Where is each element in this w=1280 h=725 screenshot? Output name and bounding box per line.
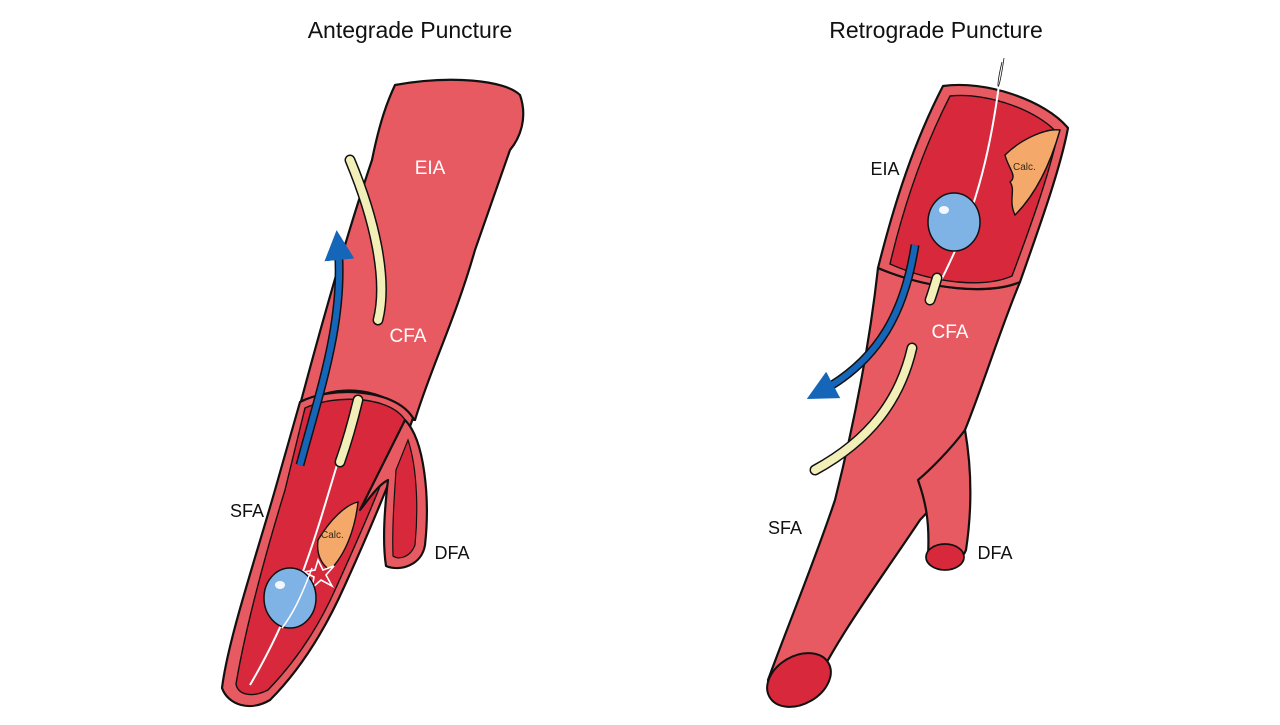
retrograde-cfa-sfa-vessel [766,266,1022,702]
retrograde-calcification [1004,129,1061,217]
antegrade-dfa-lumen [392,438,418,559]
retrograde-sfa-label: SFA [768,518,802,538]
retrograde-title: Retrograde Puncture [829,17,1043,43]
retrograde-sfa-opening [766,652,832,708]
retrograde-sheath-lower-fill [811,344,916,474]
antegrade-panel: Antegrade Puncture Calc. [220,17,525,708]
retrograde-calc-label: Calc. [1013,162,1036,173]
antegrade-flow-arrow [297,230,355,466]
antegrade-eia-label: EIA [415,158,446,179]
antegrade-guidewire [249,454,341,686]
antegrade-title: Antegrade Puncture [308,17,513,43]
antegrade-eia-cfa-vessel [298,78,525,422]
retrograde-guidewire-tip [997,57,1005,87]
rupture-star-icon [301,557,335,591]
retrograde-sheath-upper-fill [926,274,941,304]
balloon-icon [927,192,981,252]
retrograde-flow-arrow [806,244,918,400]
antegrade-sfa-label: SFA [230,501,264,521]
antegrade-dfa-label: DFA [434,543,469,563]
retrograde-dfa-opening [925,543,965,571]
retrograde-cfa-label: CFA [932,322,969,343]
antegrade-calc-label: Calc. [321,530,344,541]
antegrade-calcification [316,501,359,571]
balloon-icon [263,567,317,629]
antegrade-sheath-lower-fill [336,396,362,466]
antegrade-cfa-label: CFA [390,326,427,347]
retrograde-panel: Retrograde Puncture Calc. E [766,17,1070,708]
retrograde-eia-label: EIA [870,159,899,179]
antegrade-sheath-upper-fill [346,156,386,324]
retrograde-dfa-label: DFA [977,543,1012,563]
